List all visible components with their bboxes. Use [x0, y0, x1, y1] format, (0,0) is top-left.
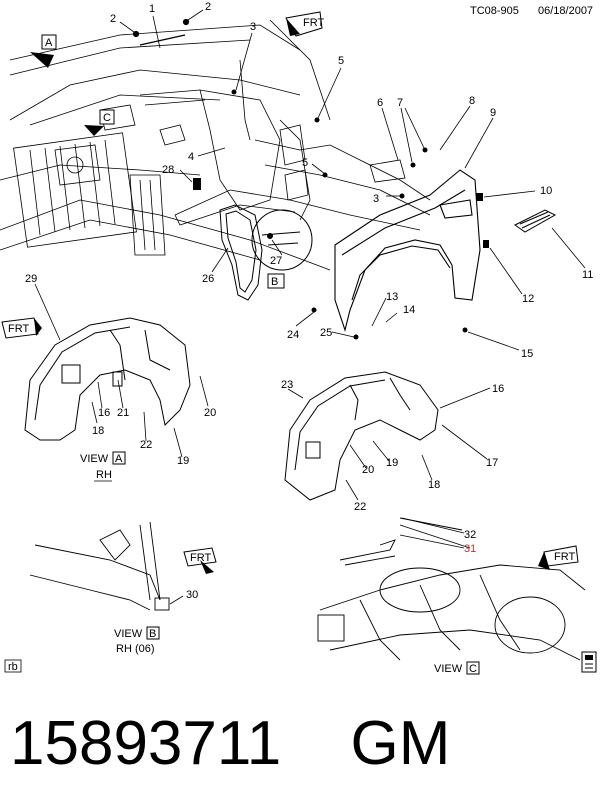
view-label-b: VIEW B RH (06): [114, 626, 160, 655]
callout-15: 15: [521, 348, 533, 360]
corner-badge-text: rb: [8, 661, 18, 673]
callout-29: 29: [25, 273, 37, 285]
doc-date: 06/18/2007: [538, 5, 593, 17]
callout-16b: 16: [492, 383, 504, 395]
front-arrow-c: FRT: [538, 545, 579, 570]
callout-27: 27: [270, 255, 282, 267]
front-tag-b: FRT: [190, 552, 211, 564]
callout-1: 1: [149, 3, 155, 15]
left-wheelhouse-liner: [24, 317, 191, 441]
callout-2b: 2: [205, 1, 211, 13]
callout-7: 7: [397, 97, 403, 109]
front-tag-c: FRT: [554, 551, 575, 563]
callout-31: 31: [464, 543, 476, 555]
callout-19b: 19: [386, 457, 398, 469]
callout-6: 6: [377, 97, 383, 109]
right-wheelhouse-liner: [284, 371, 439, 501]
callout-20b: 20: [362, 464, 374, 476]
callout-28: 28: [162, 164, 174, 176]
view-a-prefix: VIEW: [80, 453, 109, 465]
callout-18: 18: [92, 425, 104, 437]
callout-32: 32: [464, 529, 476, 541]
section-box-b: B: [267, 273, 285, 289]
front-tag-top: FRT: [303, 17, 324, 29]
front-arrow-b: FRT: [183, 547, 217, 574]
part-number-text: 15893711: [10, 709, 282, 778]
footer-part-number: 15893711 GM: [10, 708, 450, 779]
callout-22: 22: [140, 439, 152, 451]
callout-9: 9: [490, 107, 496, 119]
callout-4: 4: [188, 151, 194, 163]
callout-2: 2: [110, 13, 116, 25]
callout-18b: 18: [428, 479, 440, 491]
brand-text: GM: [350, 709, 451, 778]
callout-3: 3: [250, 21, 256, 33]
front-tag-left: FRT: [8, 323, 29, 335]
callout-8: 8: [469, 95, 475, 107]
view-b-sub: RH (06): [116, 643, 155, 655]
view-c-prefix: VIEW: [434, 663, 463, 675]
callout-21: 21: [117, 407, 129, 419]
seal-gasket: [219, 204, 263, 301]
clips-fasteners: [193, 89, 489, 340]
front-arrow-top: FRT: [285, 11, 324, 37]
callout-26: 26: [202, 273, 214, 285]
section-arrow-c: C: [84, 109, 115, 136]
corner-badge: rb: [4, 659, 22, 673]
detail-circle: [251, 209, 313, 271]
front-structure-linework: [0, 19, 431, 271]
section-arrow-a: A: [30, 34, 57, 68]
doc-id: TC08-905: [470, 5, 519, 17]
side-vent: [514, 209, 557, 233]
marker-c-label: C: [103, 112, 111, 124]
marker-a-label: A: [45, 37, 53, 49]
callout-5b: 5: [302, 157, 308, 169]
view-b-letter: B: [149, 628, 156, 640]
view-c-detail: [317, 517, 586, 661]
callout-11: 11: [582, 269, 593, 281]
leader-lines: [34, 9, 586, 605]
spec-icon: [581, 651, 597, 673]
support-rod: [132, 18, 190, 46]
view-c-letter: C: [469, 663, 477, 675]
view-b-prefix: VIEW: [114, 628, 143, 640]
callout-30: 30: [186, 589, 198, 601]
callout-17: 17: [486, 457, 498, 469]
callouts: 1 2 2 3 5 6 7 8 9 4 28 5 3 10 11 26 27 1…: [25, 1, 593, 601]
callout-25: 25: [320, 327, 332, 339]
callout-22b: 22: [354, 501, 366, 513]
view-label-a: VIEW A RH: [80, 451, 126, 482]
callout-10: 10: [540, 185, 552, 197]
callout-24: 24: [287, 329, 299, 341]
callout-5: 5: [338, 55, 344, 67]
callout-20: 20: [204, 407, 216, 419]
callout-19: 19: [177, 455, 189, 467]
marker-b-label: B: [271, 276, 278, 288]
callout-16: 16: [98, 407, 110, 419]
view-b-detail: [29, 521, 170, 611]
callout-3b: 3: [373, 193, 379, 205]
callout-14: 14: [403, 304, 415, 316]
callout-13: 13: [386, 291, 398, 303]
front-fender: [334, 169, 481, 332]
front-arrow-left: FRT: [1, 317, 42, 339]
parts-diagram: TC08-905 06/18/2007: [0, 1, 597, 675]
view-label-c: VIEW C: [434, 661, 480, 675]
view-a-sub: RH: [96, 469, 112, 481]
callout-12: 12: [522, 293, 534, 305]
callout-23: 23: [281, 379, 293, 391]
view-a-letter: A: [115, 453, 123, 465]
